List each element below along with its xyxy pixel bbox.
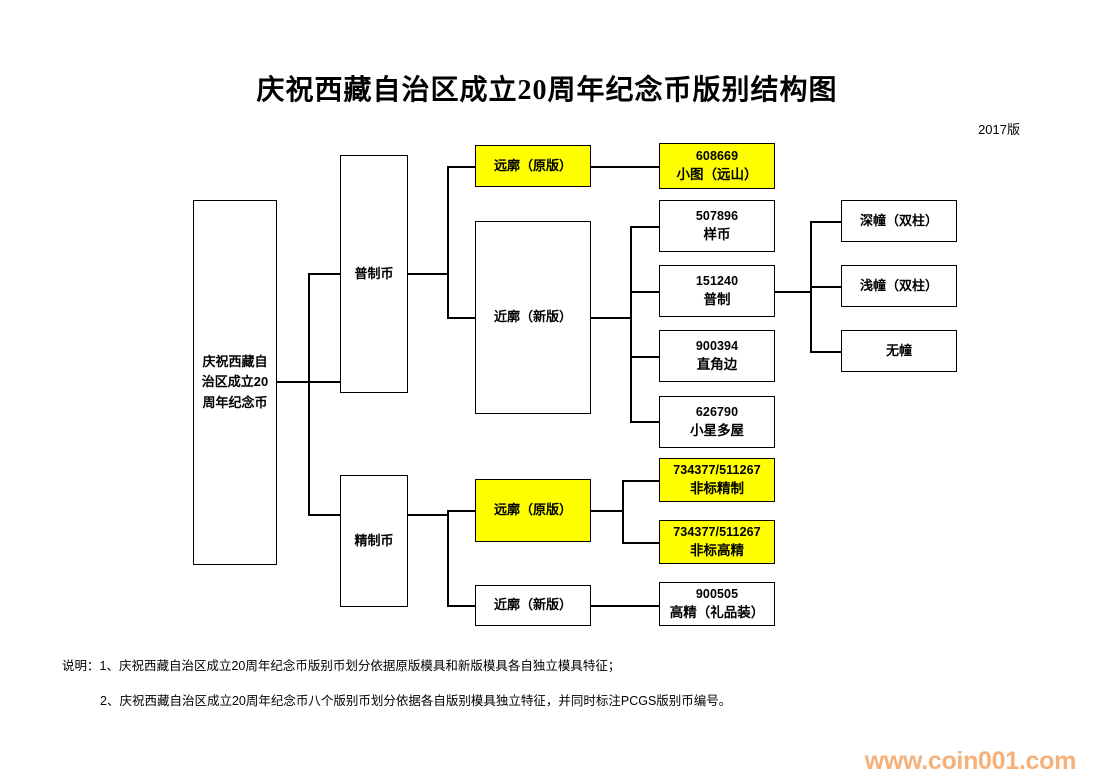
node-sample-coin-number: 507896 [695,208,739,223]
connector-near-rim-top-split-vertical [630,226,632,422]
node-near-rim-new-top[interactable]: 近廓（新版） [475,221,591,414]
node-small-star-many-houses-label: 小星多屋 [690,423,744,439]
node-small-pic-label: 小图（远山） [676,167,758,183]
node-no-banner-label: 无幢 [885,342,912,358]
connector-ordinary-split-vertical [447,166,449,318]
connector-proof-split-vertical [447,510,449,606]
note-line-1: 说明：1、庆祝西藏自治区成立20周年纪念币版别币划分依据原版模具和新版模具各自独… [62,659,621,673]
node-near-rim-new-bottom-label: 近廓（新版） [493,597,572,613]
node-ordinary-coin-label: 普制币 [354,265,394,281]
connector-near-rim-top-out [591,317,631,319]
connector-to-nonstandard-high [622,542,659,544]
node-small-star-many-houses-number: 626790 [695,404,739,419]
node-small-star-many-houses[interactable]: 626790 小星多屋 [659,396,775,448]
node-nonstandard-high-proof[interactable]: 734377/511267 非标高精 [659,520,775,564]
node-far-rim-original-top-label: 远廓（原版） [493,157,572,173]
connector-to-near-rim-bottom [447,605,475,607]
node-deep-banner-label: 深幢（双柱） [859,212,938,228]
node-high-proof-gift-set-number: 900505 [695,586,739,601]
node-right-angle-edge[interactable]: 900394 直角边 [659,330,775,382]
node-far-rim-original-bottom[interactable]: 远廓（原版） [475,479,591,542]
connector-ordinary-out [408,273,448,275]
node-sample-coin[interactable]: 507896 样币 [659,200,775,252]
node-right-angle-edge-number: 900394 [695,338,739,353]
connector-to-deep-banner [810,221,841,223]
node-light-banner-label: 浅幢（双柱） [859,277,938,293]
connector-far-rim-bottom-out [591,510,623,512]
node-far-rim-original-top[interactable]: 远廓（原版） [475,145,591,187]
connector-to-right-angle [630,356,660,358]
node-nonstandard-proof[interactable]: 734377/511267 非标精制 [659,458,775,502]
node-deep-banner[interactable]: 深幢（双柱） [841,200,957,242]
node-high-proof-gift-set[interactable]: 900505 高精（礼品装） [659,582,775,626]
node-no-banner[interactable]: 无幢 [841,330,957,372]
connector-to-no-banner [810,351,841,353]
node-ordinary-strike-label: 普制 [703,292,731,308]
node-ordinary-strike-number: 151240 [695,273,739,288]
connector-ordinary-strike-out [775,291,811,293]
connector-to-nonstandard-proof [622,480,659,482]
connector-to-small-star [630,421,660,423]
page-title: 庆祝西藏自治区成立20周年纪念币版别结构图 [256,75,838,106]
connector-to-near-rim-top [447,317,475,319]
node-nonstandard-high-proof-label: 非标高精 [690,543,744,559]
node-light-banner[interactable]: 浅幢（双柱） [841,265,957,307]
node-high-proof-gift-set-label: 高精（礼品装） [669,605,765,621]
note-line-2: 2、庆祝西藏自治区成立20周年纪念币八个版别币划分依据各自版别模具独立特征，并同… [100,694,732,708]
node-root[interactable]: 庆祝西藏自治区成立20周年纪念币 [193,200,277,565]
node-small-pic-number: 608669 [695,148,739,163]
node-near-rim-new-bottom[interactable]: 近廓（新版） [475,585,591,626]
node-root-label: 庆祝西藏自治区成立20周年纪念币 [201,354,269,410]
connector-root-split-vertical [308,273,310,515]
node-near-rim-new-top-label: 近廓（新版） [493,309,572,325]
connector-proof-out [408,514,448,516]
connector-to-sample [630,226,660,228]
connector-to-ordinary [308,273,342,275]
connector-to-far-rim-top [447,166,475,168]
connector-to-light-banner [810,286,841,288]
connector-near-rim-bottom-to-gift [591,605,659,607]
node-nonstandard-proof-label: 非标精制 [690,481,744,497]
node-proof-coin-label: 精制币 [354,532,394,548]
node-nonstandard-high-proof-number: 734377/511267 [673,524,761,539]
connector-to-proof [308,514,342,516]
connector-to-ordinary-strike [630,291,660,293]
node-far-rim-original-bottom-label: 远廓（原版） [493,502,572,518]
connector-far-rim-top-to-small-pic [591,166,659,168]
node-proof-coin[interactable]: 精制币 [340,475,408,607]
node-sample-coin-label: 样币 [703,227,731,243]
connector-nonstandard-split-vertical [622,480,624,542]
node-right-angle-edge-label: 直角边 [696,357,738,373]
connector-to-far-rim-bottom [447,510,475,512]
watermark: www.coin001.com [864,747,1077,775]
version-tag: 2017版 [978,122,1020,137]
node-nonstandard-proof-number: 734377/511267 [673,462,761,477]
node-ordinary-strike[interactable]: 151240 普制 [659,265,775,317]
node-ordinary-coin[interactable]: 普制币 [340,155,408,393]
node-small-pic[interactable]: 608669 小图（远山） [659,143,775,189]
